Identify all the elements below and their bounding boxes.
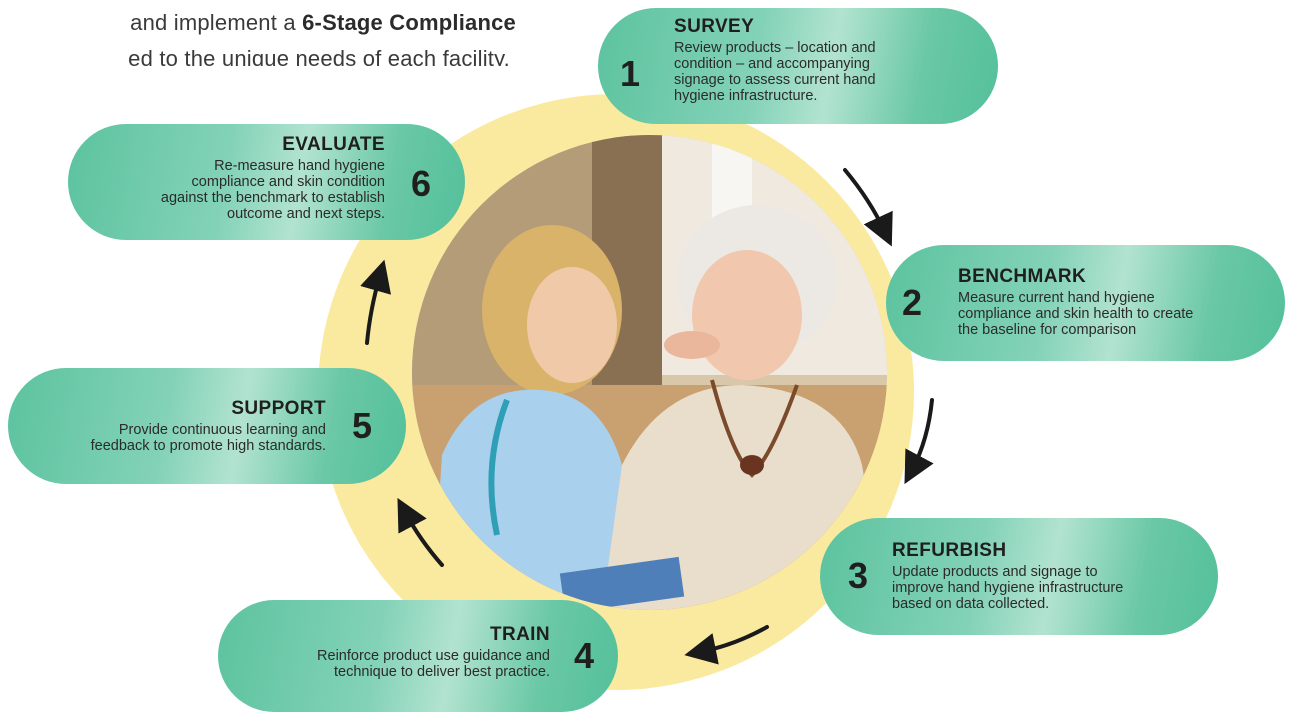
stage-description: Provide continuous learning and feedback… [90,422,326,454]
stage-evaluate: EVALUATE Re-measure hand hygiene complia… [68,124,465,240]
stage-description: Review products – location and condition… [674,40,876,104]
stage-title: TRAIN [489,624,550,645]
stage-description: Update products and signage to improve h… [892,564,1124,612]
arrow-2-to-3 [904,398,934,485]
stage-title: SUPPORT [231,398,326,419]
stage-title: REFURBISH [892,540,1007,561]
stage-number: 4 [573,635,594,676]
arrow-5-to-6 [360,259,391,345]
intro-line-2: ed to the unique needs of each facility. [128,46,510,66]
arrow-4-to-5 [397,497,444,567]
stage-number: 2 [902,282,923,323]
stage-number: 1 [620,53,641,94]
intro-line-1-text: and implement a [130,10,303,35]
stage-description: Reinforce product use guidance and techn… [317,648,550,680]
stage-description: Re-measure hand hygiene compliance and s… [160,158,385,222]
stage-support: SUPPORT Provide continuous learning and … [8,368,406,484]
stage-number: 5 [351,405,372,446]
intro-bold-text: 6-Stage Compliance [302,10,516,35]
intro-line-1: and implement a 6-Stage Compliance [130,10,516,36]
stage-refurbish: 3 REFURBISH Update products and signage … [820,518,1218,635]
arrow-1-to-2 [843,168,893,247]
stage-title: BENCHMARK [958,266,1087,287]
stage-title: EVALUATE [282,134,385,155]
stage-description: Measure current hand hygiene compliance … [958,290,1194,338]
stage-number: 6 [410,163,431,204]
intro-text: and implement a 6-Stage Compliance ed to… [0,6,600,66]
stage-number: 3 [848,555,869,596]
stage-train: TRAIN Reinforce product use guidance and… [218,600,618,712]
stage-survey: 1 SURVEY Review products – location and … [598,8,998,124]
stage-benchmark: 2 BENCHMARK Measure current hand hygiene… [886,245,1285,361]
stage-title: SURVEY [674,16,755,37]
arrow-3-to-4 [684,625,769,665]
